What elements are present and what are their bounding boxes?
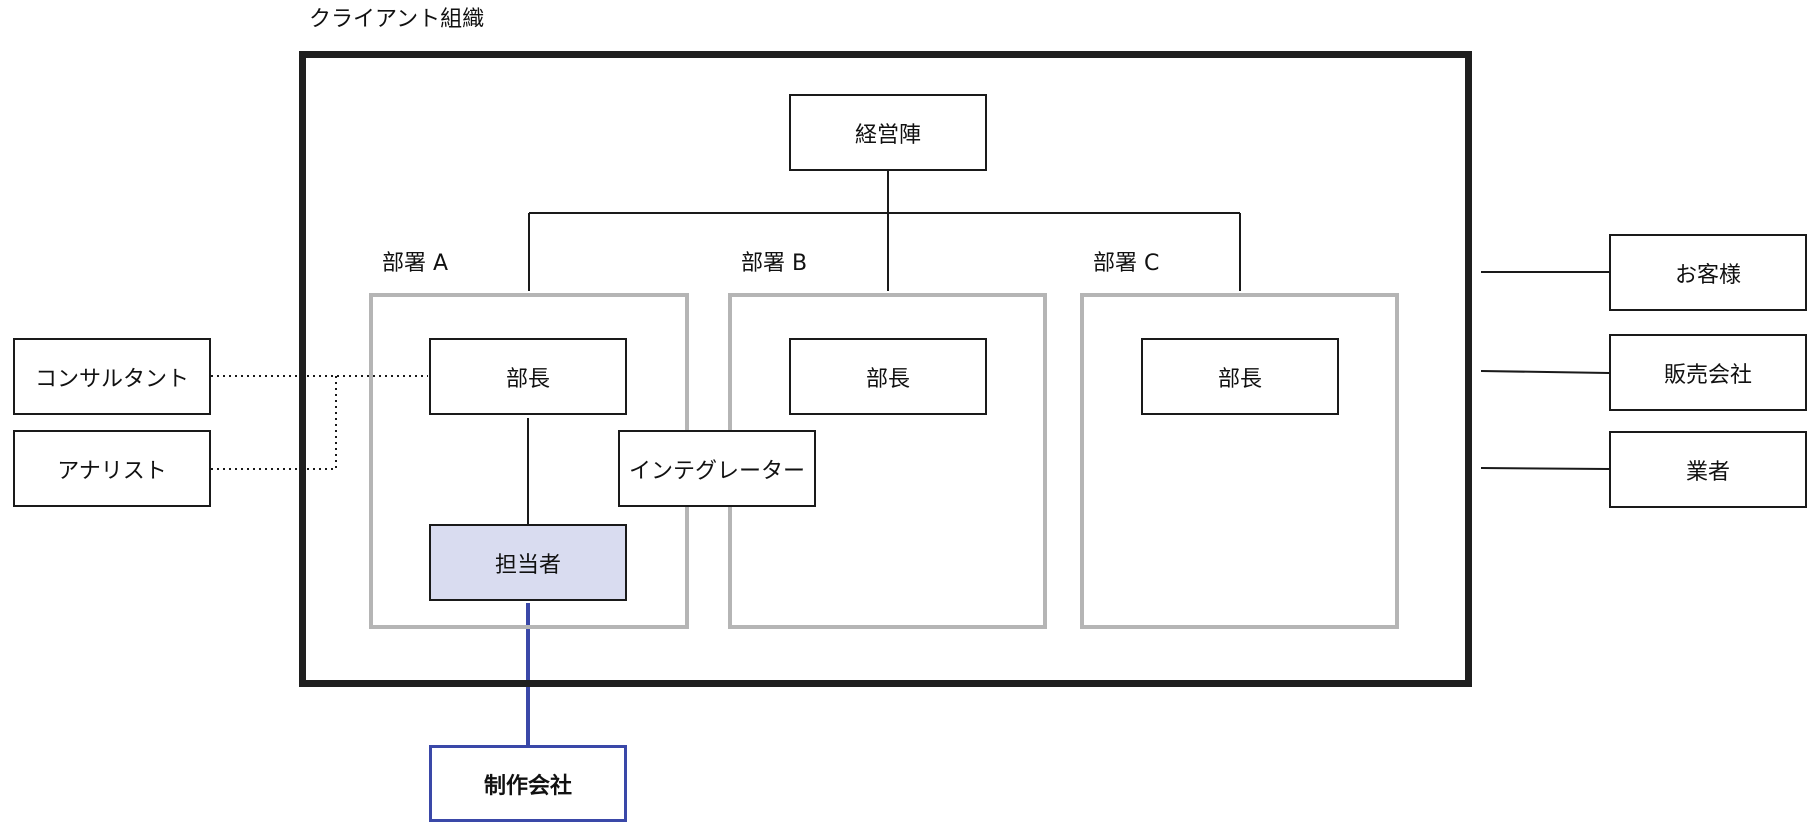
dept-a-label: 部署 A [382,251,449,276]
vendor-box: 業者 [1609,431,1807,508]
management-box: 経営陣 [789,94,987,171]
distributor-box: 販売会社 [1609,334,1807,411]
staff-box: 担当者 [429,524,627,601]
client-org-frame [299,51,1472,687]
integrator-box: インテグレーター [618,430,816,507]
customer-box: お客様 [1609,234,1807,311]
connector-vendor [1480,467,1610,470]
production-company-box: 制作会社 [429,745,627,822]
dept-c-container [1080,293,1399,629]
analyst-box: アナリスト [13,430,211,507]
dept-c-head-box: 部長 [1141,338,1339,415]
client-org-title: クライアント組織 [309,7,485,32]
dept-b-label: 部署 B [741,251,808,276]
dept-a-head-box: 部長 [429,338,627,415]
consultant-box: コンサルタント [13,338,211,415]
dept-b-head-box: 部長 [789,338,987,415]
connector-distributor [1480,370,1610,374]
dept-c-label: 部署 C [1093,251,1160,276]
